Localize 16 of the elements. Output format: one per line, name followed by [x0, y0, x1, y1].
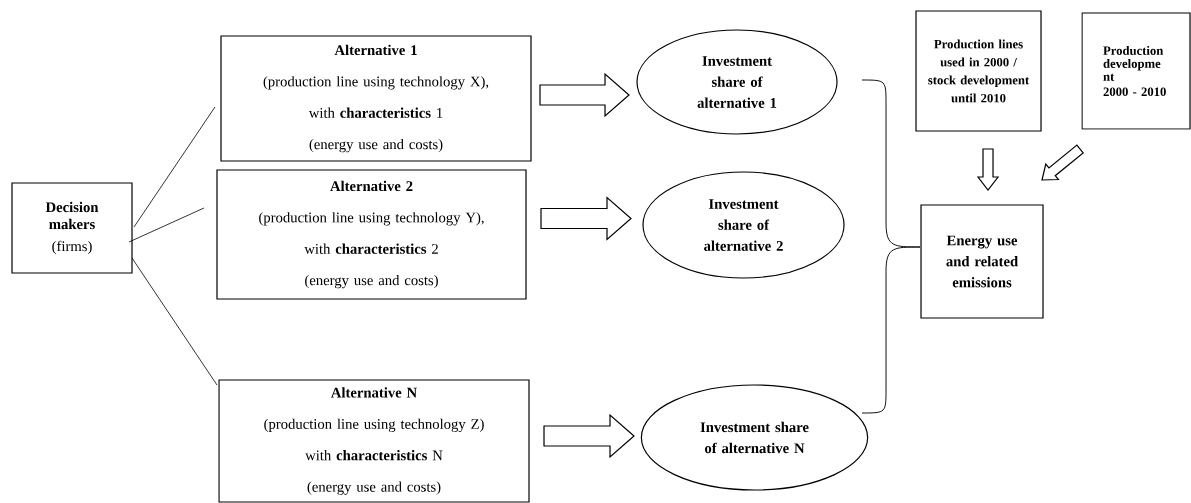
curly-brace: [861, 246, 921, 414]
process-box: Production lines used in 2000 / stock development until 2010: [915, 10, 1042, 132]
block-arrow: [540, 196, 632, 241]
connector-line: [131, 257, 218, 386]
block-arrow: [976, 148, 1000, 191]
process-box: Alternative N (production line using technology Z) with characteristics N (energy use and costs): [218, 379, 530, 503]
process-box: Production developme nt 2000 - 2010: [1081, 12, 1191, 130]
process-box: Alternative 2 (production line using technology Y), with characteristics 2 (energy use and costs): [216, 169, 527, 300]
block-arrow: [1041, 144, 1084, 181]
process-box: Energy use and related emissions: [920, 204, 1044, 319]
connector-line: [133, 106, 216, 228]
block-arrow: [543, 413, 635, 459]
process-box: Decision makers (firms): [11, 182, 133, 274]
process-box: Alternative 1 (production line using technology X), with characteristics 1 (energy use and costs): [220, 35, 532, 162]
block-arrow: [539, 72, 630, 118]
connector-line: [128, 207, 205, 243]
